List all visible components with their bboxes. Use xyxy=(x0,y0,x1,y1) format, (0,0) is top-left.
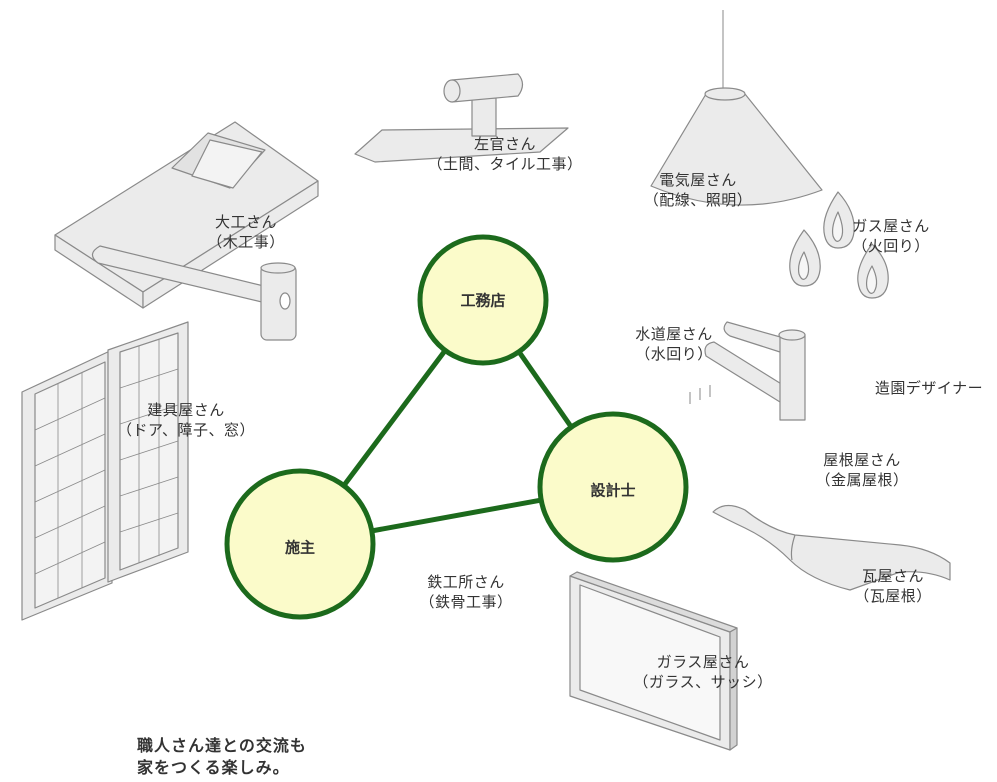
owner-node xyxy=(224,468,376,620)
landscape-name: 造園デザイナー xyxy=(874,379,984,397)
designer-node xyxy=(537,411,689,563)
plumber-detail: （水回り） xyxy=(635,345,713,363)
fittings-name: 建具屋さん xyxy=(147,401,225,419)
faucet-icon xyxy=(689,321,806,421)
fittings-detail: （ドア、障子、窓） xyxy=(116,421,256,439)
gas-name: ガス屋さん xyxy=(852,217,930,235)
steel-name: 鉄工所さん xyxy=(427,573,505,591)
builder-label: 工務店 xyxy=(460,291,506,310)
lamp-icon xyxy=(650,10,823,206)
builder-node xyxy=(417,234,549,366)
tiler-name: 瓦屋さん xyxy=(861,567,925,585)
caption-line-2: 家をつくる楽しみ。 xyxy=(137,758,290,777)
tiler-label: 瓦屋さん （瓦屋根） xyxy=(854,566,932,606)
hammer-icon xyxy=(91,245,297,341)
plumber-name: 水道屋さん xyxy=(635,325,713,343)
trowel-icon xyxy=(354,73,569,163)
electrician-label: 電気屋さん （配線、照明） xyxy=(644,170,753,210)
glass-label: ガラス屋さん （ガラス、サッシ） xyxy=(633,652,772,692)
caption: 職人さん達との交流も 家をつくる楽しみ。 xyxy=(137,735,307,779)
plasterer-detail: （土間、タイル工事） xyxy=(427,155,583,173)
plumber-label: 水道屋さん （水回り） xyxy=(635,324,713,364)
roofer-label: 屋根屋さん （金属屋根） xyxy=(815,450,908,490)
carpenter-detail: （木工事） xyxy=(207,233,285,251)
carpenter-label: 大工さん （木工事） xyxy=(207,212,285,252)
plasterer-name: 左官さん xyxy=(473,135,537,153)
landscape-label: 造園デザイナー xyxy=(875,378,983,398)
roof-tile-icon xyxy=(712,504,951,591)
roofer-detail: （金属屋根） xyxy=(815,471,909,489)
tiler-detail: （瓦屋根） xyxy=(854,587,932,605)
glass-name: ガラス屋さん xyxy=(656,653,750,671)
electrician-name: 電気屋さん xyxy=(659,171,737,189)
roofer-name: 屋根屋さん xyxy=(823,451,901,469)
designer-label: 設計士 xyxy=(590,481,636,500)
gas-label: ガス屋さん （火回り） xyxy=(852,216,930,256)
glass-detail: （ガラス、サッシ） xyxy=(633,673,773,691)
glass-panel-icon xyxy=(569,571,738,751)
fittings-label: 建具屋さん （ドア、障子、窓） xyxy=(117,400,255,440)
owner-label: 施主 xyxy=(284,538,316,557)
gas-flame-icon xyxy=(789,191,889,299)
gas-detail: （火回り） xyxy=(852,237,930,255)
carpenter-name: 大工さん xyxy=(214,213,278,231)
steel-detail: （鉄骨工事） xyxy=(419,593,513,611)
caption-line-1: 職人さん達との交流も xyxy=(137,736,307,755)
shoji-icon xyxy=(21,321,189,621)
plasterer-label: 左官さん （土間、タイル工事） xyxy=(427,134,582,174)
electrician-detail: （配線、照明） xyxy=(643,191,753,209)
steel-label: 鉄工所さん （鉄骨工事） xyxy=(419,572,512,612)
